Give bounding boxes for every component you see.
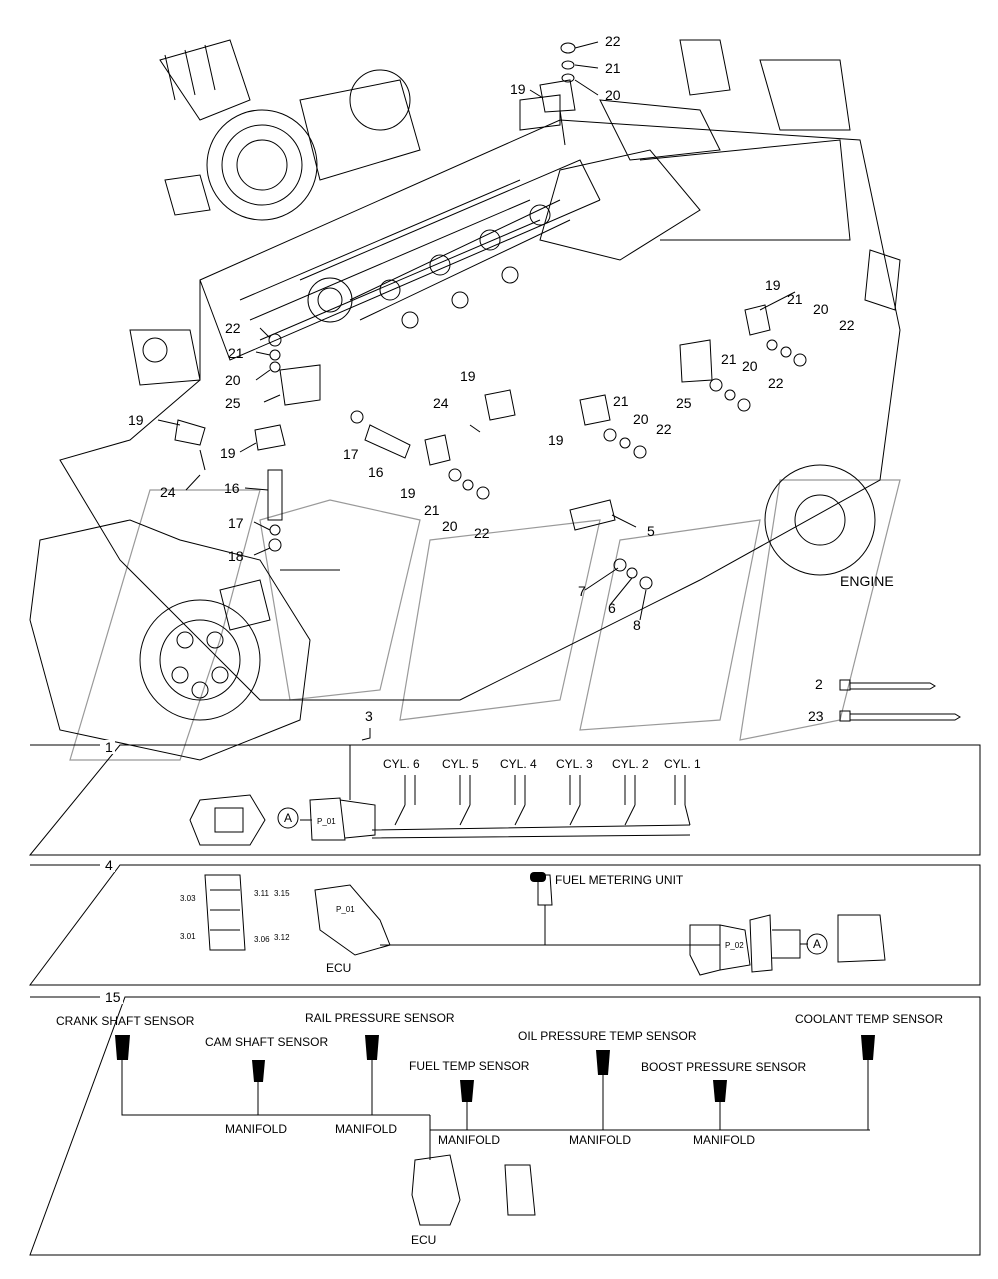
callout-16: 16	[368, 464, 384, 480]
callout-8: 8	[633, 617, 641, 633]
panel-15-number: 15	[103, 989, 123, 1005]
callout-22: 22	[768, 375, 784, 391]
ecu-label: ECU	[326, 961, 352, 975]
callout-3: 3	[365, 708, 373, 724]
callout-20: 20	[813, 301, 829, 317]
pin-label: 3.06	[254, 935, 270, 944]
callout-19: 19	[220, 445, 236, 461]
callout-19: 19	[460, 368, 476, 384]
callout-2: 2	[815, 676, 823, 692]
cyl-1-label: CYL. 1	[664, 757, 701, 771]
connector-ref-a: A	[284, 811, 293, 825]
turbocharger	[159, 39, 421, 221]
plug-id-p02: P_02	[725, 941, 744, 950]
callout-25: 25	[676, 395, 692, 411]
panel-1-frame	[28, 728, 981, 856]
panel-15-frame	[29, 996, 981, 1256]
plug-id-p01: P_01	[317, 817, 336, 826]
manifold-label: MANIFOLD	[438, 1133, 501, 1147]
callout-19: 19	[765, 277, 781, 293]
fuel-temp-sensor-label: FUEL TEMP SENSOR	[409, 1059, 530, 1073]
panel-1-number: 1	[103, 739, 115, 755]
valve-cover	[307, 199, 571, 329]
callout-21: 21	[721, 351, 737, 367]
callout-22: 22	[474, 525, 490, 541]
connector-ref-a: A	[813, 937, 822, 951]
panel-4-number: 4	[103, 857, 115, 873]
rail-pressure-sensor-label: RAIL PRESSURE SENSOR	[305, 1011, 455, 1025]
pin-label: 3.03	[180, 894, 196, 903]
coolant-temp-sensor-label: COOLANT TEMP SENSOR	[795, 1012, 944, 1026]
callout-22: 22	[225, 320, 241, 336]
cam-shaft-sensor-label: CAM SHAFT SENSOR	[205, 1035, 329, 1049]
manifold-label: MANIFOLD	[693, 1133, 756, 1147]
callout-20: 20	[605, 87, 621, 103]
callout-18: 18	[228, 548, 244, 564]
callout-23: 23	[808, 708, 824, 724]
manifold-label: MANIFOLD	[569, 1133, 632, 1147]
callout-19: 19	[510, 81, 526, 97]
manifold-label: MANIFOLD	[225, 1122, 288, 1136]
callout-24: 24	[433, 395, 449, 411]
callout-16: 16	[224, 480, 240, 496]
callout-17: 17	[343, 446, 359, 462]
cyl-6-label: CYL. 6	[383, 757, 420, 771]
pin-label: 3.01	[180, 932, 196, 941]
cyl-5-label: CYL. 5	[442, 757, 479, 771]
cyl-3-label: CYL. 3	[556, 757, 593, 771]
callout-22: 22	[656, 421, 672, 437]
callout-21: 21	[605, 60, 621, 76]
engine-label: ENGINE	[840, 573, 894, 589]
engine-block	[59, 39, 901, 701]
callout-21: 21	[228, 345, 244, 361]
callout-22: 22	[839, 317, 855, 333]
callout-20: 20	[633, 411, 649, 427]
callout-19: 19	[400, 485, 416, 501]
cable-ties	[839, 679, 961, 722]
callout-5: 5	[647, 523, 655, 539]
cyl-2-label: CYL. 2	[612, 757, 649, 771]
sensor-markers	[115, 872, 875, 1102]
pin-label: 3.11	[254, 889, 269, 898]
callout-20: 20	[225, 372, 241, 388]
manifold-label: MANIFOLD	[335, 1122, 398, 1136]
callout-25: 25	[225, 395, 241, 411]
crank-shaft-sensor-label: CRANK SHAFT SENSOR	[56, 1014, 195, 1028]
cyl-4-label: CYL. 4	[500, 757, 537, 771]
fuel-metering-unit-label: FUEL METERING UNIT	[555, 873, 684, 887]
ecu-label: ECU	[411, 1233, 437, 1247]
boost-pressure-sensor-label: BOOST PRESSURE SENSOR	[641, 1060, 807, 1074]
callout-21: 21	[787, 291, 803, 307]
connector-ref-circles	[277, 807, 828, 955]
callout-21: 21	[613, 393, 629, 409]
callout-7: 7	[578, 583, 586, 599]
callout-24: 24	[160, 484, 176, 500]
callout-17: 17	[228, 515, 244, 531]
callout-20: 20	[742, 358, 758, 374]
pin-label: 3.12	[274, 933, 290, 942]
panel-4-frame	[29, 864, 981, 986]
pin-label: 3.15	[274, 889, 290, 898]
callout-22: 22	[605, 33, 621, 49]
callout-19: 19	[548, 432, 564, 448]
callout-21: 21	[424, 502, 440, 518]
callout-19: 19	[128, 412, 144, 428]
harness-hardware	[174, 42, 807, 590]
flywheel-housing	[29, 519, 311, 761]
oil-pressure-temp-sensor-label: OIL PRESSURE TEMP SENSOR	[518, 1029, 697, 1043]
plug-id-p01: P_01	[336, 905, 355, 914]
callout-20: 20	[442, 518, 458, 534]
callout-6: 6	[608, 600, 616, 616]
leader-lines	[157, 41, 796, 621]
